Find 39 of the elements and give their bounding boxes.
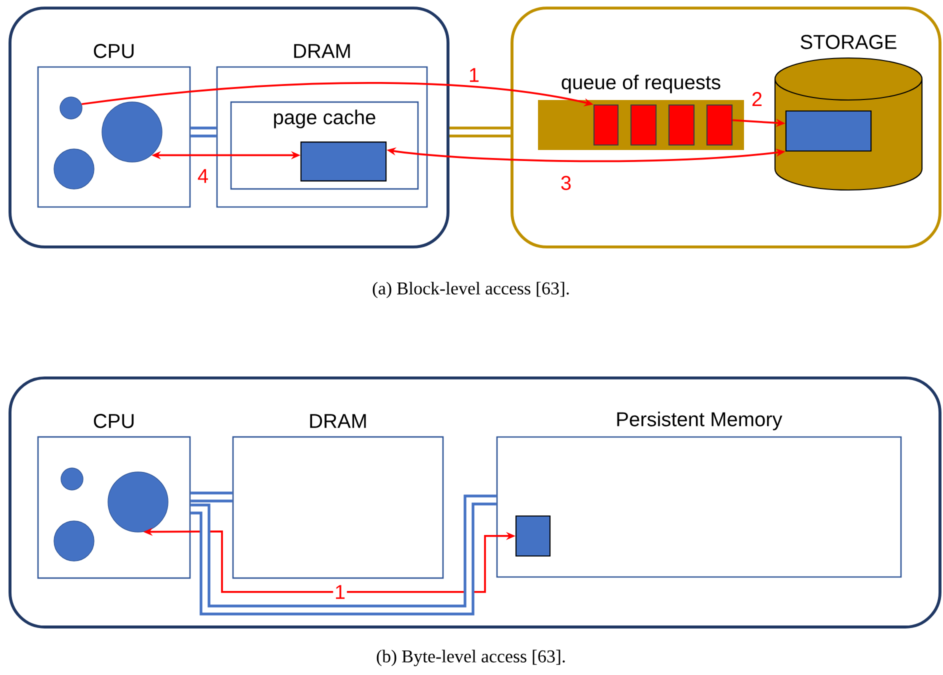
component-box: CPU [37, 414, 191, 579]
core-circle [54, 148, 94, 190]
caption: (b) Byte-level access [63]. [376, 650, 565, 666]
edge-label: 4 [196, 168, 210, 184]
data-block [785, 110, 872, 152]
core-circle [60, 96, 82, 120]
node-label: DRAM [294, 44, 350, 58]
node-label: Persistent Memory [617, 412, 782, 430]
bus-line [190, 126, 216, 138]
core-circle [60, 468, 84, 490]
bus-line [190, 494, 496, 616]
rounded-panel [8, 6, 450, 248]
node-label: CPU [94, 414, 134, 428]
core-circle [102, 102, 162, 162]
core-circle [54, 520, 94, 562]
request-block [668, 104, 695, 146]
node-label: DRAM [310, 414, 366, 428]
rounded-panel [510, 6, 942, 248]
edge-label: 2 [750, 90, 764, 108]
bus-line [449, 126, 511, 138]
caption: (a) Block-level access [63]. [372, 282, 569, 298]
request-block [630, 104, 657, 146]
component-box: DRAM [232, 414, 444, 579]
request-block [593, 104, 619, 146]
component-box: page cache [230, 101, 419, 190]
edge-label: 3 [559, 174, 573, 192]
request-block [706, 104, 733, 146]
bus-line [190, 492, 232, 502]
component-box: Persistent Memory [496, 412, 902, 578]
data-block [300, 142, 387, 182]
core-circle [108, 472, 168, 532]
edge-label: 1 [467, 66, 481, 84]
node-label: STORAGE [800, 34, 896, 50]
rounded-panel [8, 376, 942, 628]
edge-label: 1 [333, 584, 347, 600]
component-box: CPU [37, 44, 191, 208]
node-label: CPU [94, 44, 134, 58]
node-label: queue of requests [562, 74, 720, 94]
data-block [515, 515, 551, 557]
